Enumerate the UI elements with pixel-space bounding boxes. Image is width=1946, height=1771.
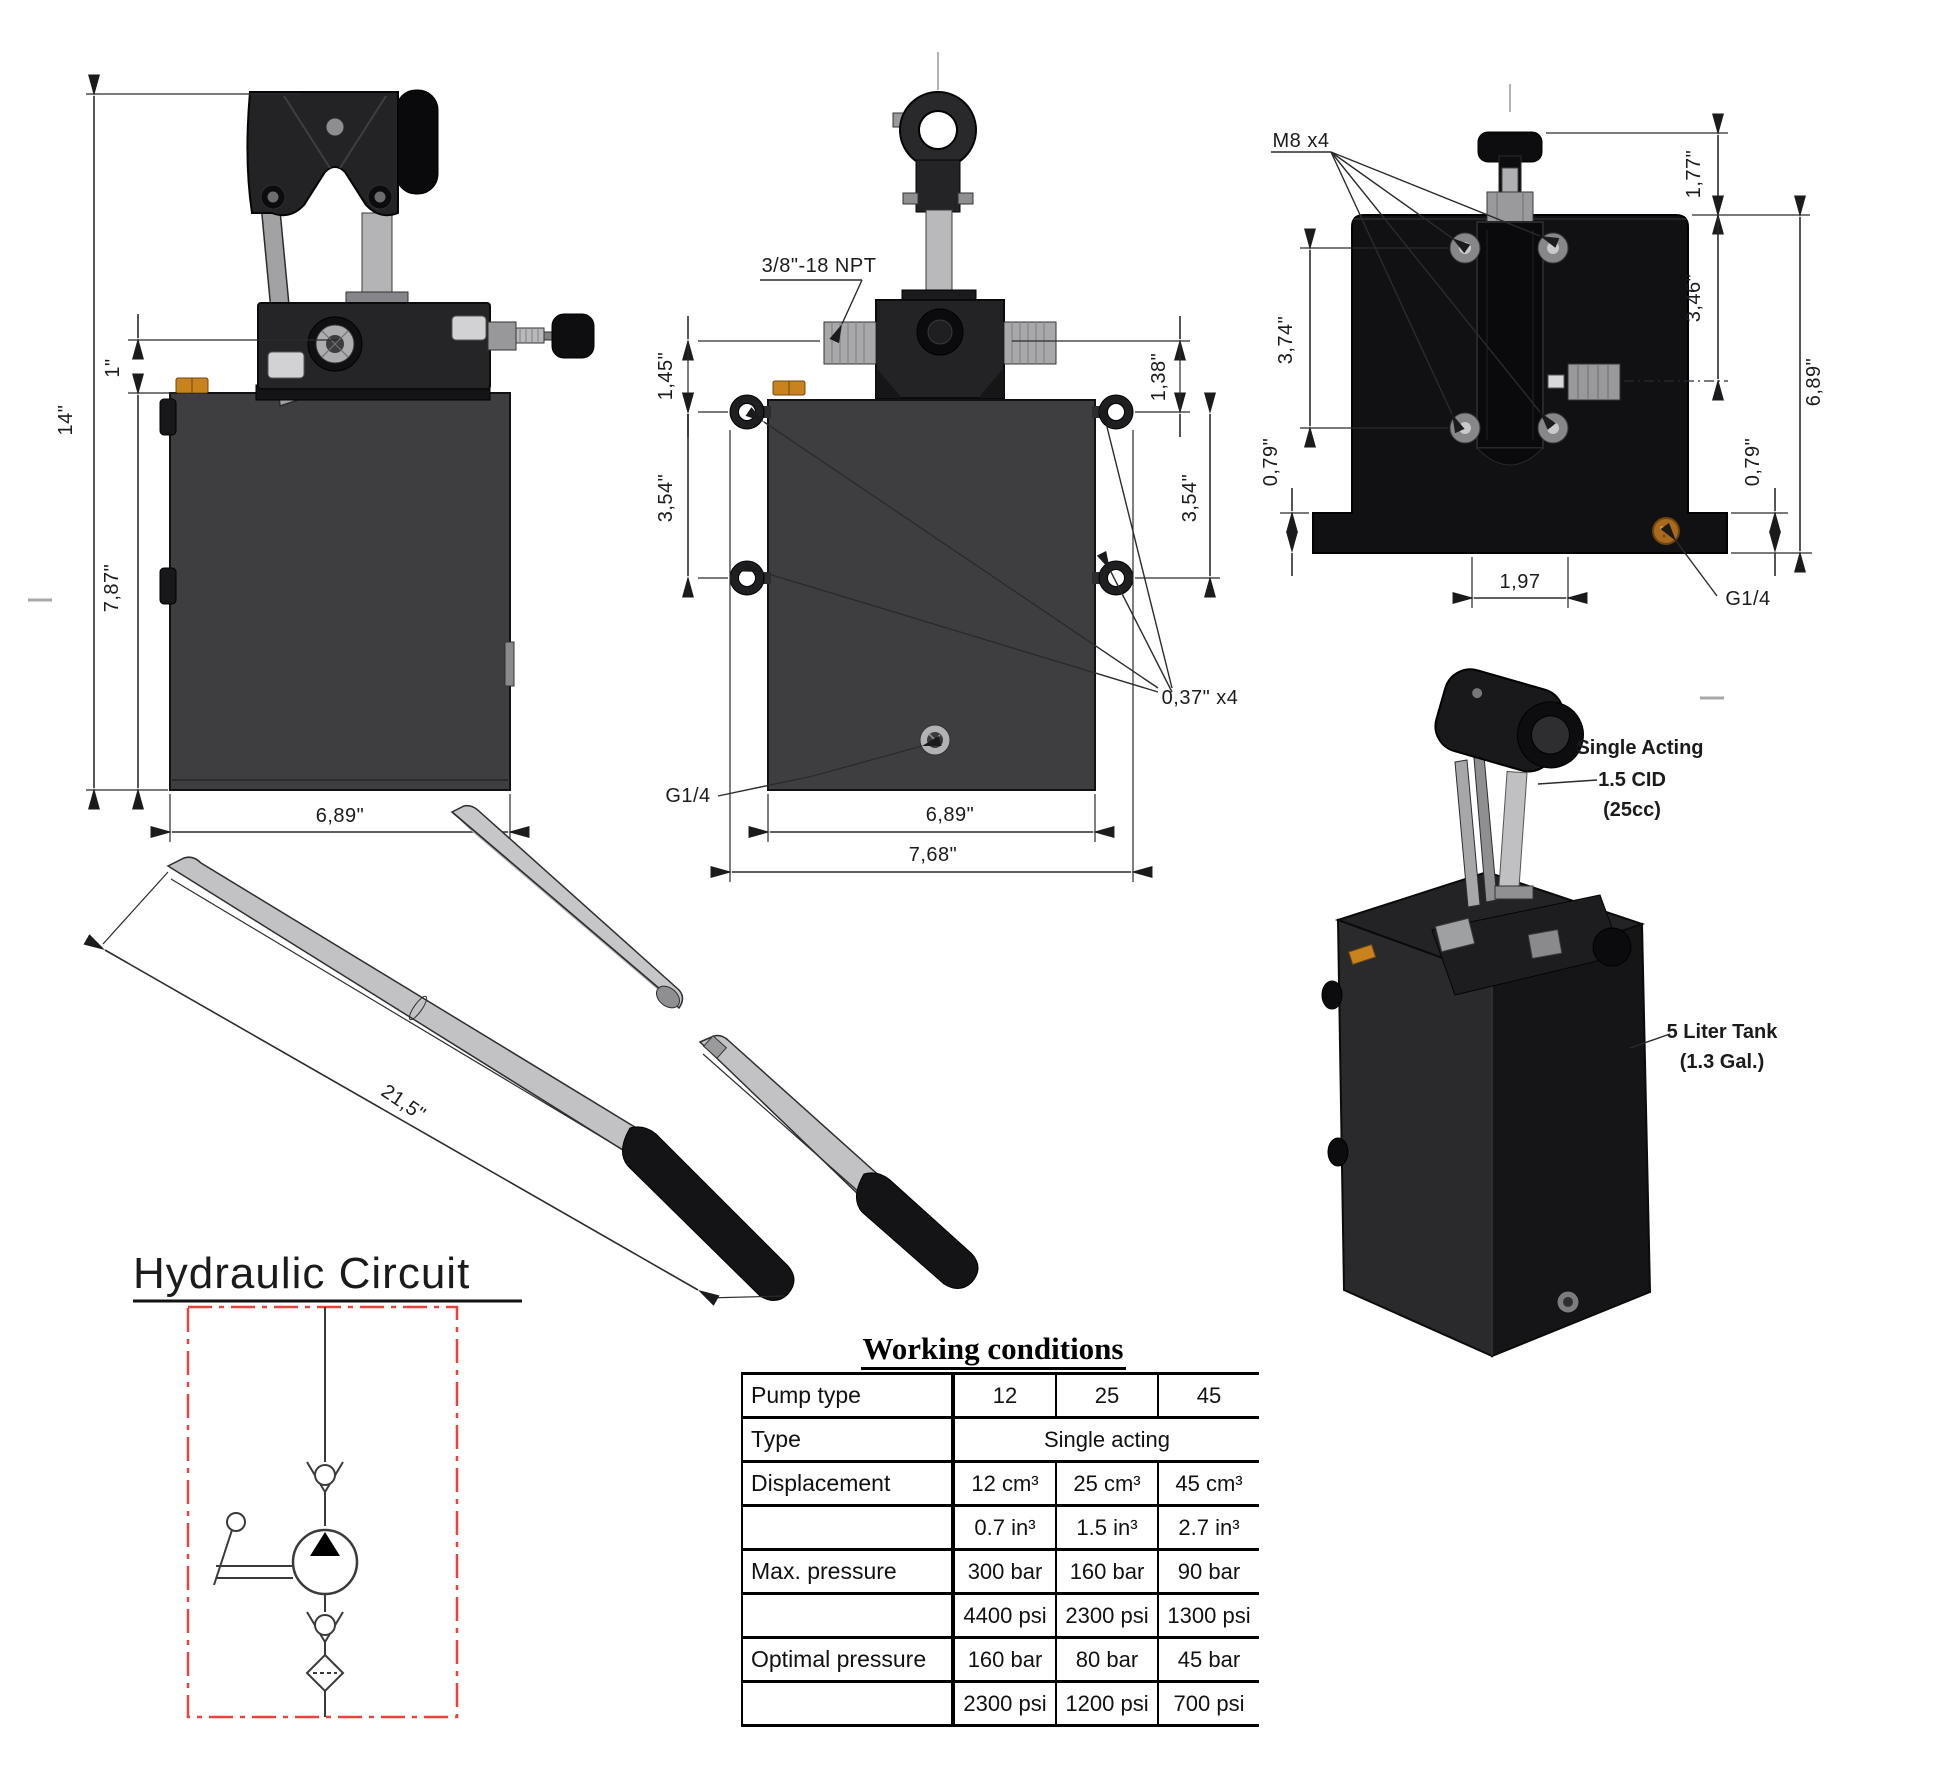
table-row: 0.7 in³ 1.5 in³ 2.7 in³	[742, 1505, 1259, 1551]
row-label: Type	[742, 1417, 955, 1463]
row-label: Pump type	[742, 1373, 955, 1419]
row-label	[742, 1681, 955, 1727]
pump-rear	[1449, 131, 1680, 545]
dim-1: 1"	[102, 358, 124, 377]
side-view: 3/8"-18 NPT 1,45" 3,54" 1,38" 3,54"	[655, 52, 1238, 882]
table-cell: 45 bar	[1158, 1637, 1259, 1683]
dim-197: 1,97	[1500, 571, 1541, 593]
table-cell: 1.5 in³	[1056, 1505, 1159, 1551]
tank-front	[169, 392, 511, 791]
dim-079-left: 0,79"	[1260, 438, 1282, 487]
dim-177: 1,77"	[1683, 150, 1705, 199]
circuit-boundary	[186, 1305, 459, 1719]
rod-dimension: 21,5"	[83, 871, 785, 1306]
table-cell: Single acting	[953, 1417, 1259, 1463]
label-tank: 5 Liter Tank	[1667, 1021, 1779, 1043]
table-title: Working conditions	[741, 1331, 1245, 1370]
table-row: Displacement 12 cm³ 25 cm³ 45 cm³	[742, 1461, 1259, 1507]
table-cell: 160 bar	[953, 1637, 1057, 1683]
circuit-symbols	[213, 1307, 359, 1717]
table-cell: 12 cm³	[953, 1461, 1057, 1507]
dim-215: 21,5"	[377, 1080, 430, 1125]
dim-768: 7,68"	[909, 844, 958, 866]
g14-label-side: G1/4	[665, 785, 710, 807]
table-cell: 25	[1056, 1373, 1159, 1419]
filter-symbol	[305, 1653, 345, 1693]
dim-037: 0,37" x4	[1162, 687, 1239, 709]
table-row: Type Single acting	[742, 1417, 1259, 1463]
handle-clamp	[246, 89, 439, 217]
iso-view: Single Acting 1.5 CID (25cc) 5 Liter Tan…	[1321, 668, 1779, 1358]
rod-long	[166, 856, 795, 1301]
working-conditions-table: Working conditions Pump type 12 25 45 Ty…	[741, 1331, 1259, 1727]
row-label	[742, 1505, 955, 1551]
table-row: Pump type 12 25 45	[742, 1373, 1259, 1419]
dim-346: 3,46"	[1683, 274, 1705, 323]
table-cell: 2300 psi	[1056, 1593, 1159, 1639]
piston-rod	[361, 212, 393, 296]
dim-145: 1,45"	[655, 352, 677, 401]
row-label	[742, 1593, 955, 1639]
dim-689-side: 6,89"	[926, 804, 975, 826]
row-label: Optimal pressure	[742, 1637, 955, 1683]
label-cid: 1.5 CID	[1598, 769, 1666, 791]
table-cell: 1300 psi	[1158, 1593, 1259, 1639]
iso-pump	[1431, 668, 1632, 996]
rear-view-dimensions: M8 x4 1,77" 3,46" 6,89" 3,74" 0,79"	[1260, 113, 1825, 610]
dim-374: 3,74"	[1275, 316, 1297, 365]
table-cell: 90 bar	[1158, 1549, 1259, 1595]
table-row: 2300 psi 1200 psi 700 psi	[742, 1681, 1259, 1727]
table-cell: 1200 psi	[1056, 1681, 1159, 1727]
g14-label-rear: G1/4	[1725, 588, 1770, 610]
label-25cc: (25cc)	[1603, 799, 1661, 821]
front-view-dimensions: 14" 1" 7,87" 6,89"	[55, 74, 530, 842]
dim-354-right: 3,54"	[1179, 474, 1201, 523]
margin-ticks	[28, 598, 1724, 700]
m8-label: M8 x4	[1273, 130, 1330, 152]
front-view: 14" 1" 7,87" 6,89"	[55, 74, 595, 842]
circuit-title: Hydraulic Circuit	[133, 1249, 470, 1298]
dim-079-right: 0,79"	[1742, 438, 1764, 487]
row-label: Displacement	[742, 1461, 955, 1507]
table-cell: 160 bar	[1056, 1549, 1159, 1595]
table-cell: 45 cm³	[1158, 1461, 1259, 1507]
rod-grip	[622, 1126, 795, 1301]
table-row: Optimal pressure 160 bar 80 bar 45 bar	[742, 1637, 1259, 1683]
rear-view: M8 x4 1,77" 3,46" 6,89" 3,74" 0,79"	[1260, 84, 1825, 610]
relief-hex	[487, 321, 517, 351]
pump-body	[255, 302, 595, 401]
table-cell: 700 psi	[1158, 1681, 1259, 1727]
table-cell: 4400 psi	[953, 1593, 1057, 1639]
dim-354-left: 3,54"	[655, 474, 677, 523]
dim-787: 7,87"	[101, 564, 123, 613]
pump-head-side	[823, 91, 1057, 399]
table-cell: 45	[1158, 1373, 1259, 1419]
table-cell: 2.7 in³	[1158, 1505, 1259, 1551]
hydraulic-circuit: Hydraulic Circuit	[133, 1249, 522, 1719]
dim-14: 14"	[55, 405, 77, 436]
table-cell: 25 cm³	[1056, 1461, 1159, 1507]
row-label: Max. pressure	[742, 1549, 955, 1595]
table-row: 4400 psi 2300 psi 1300 psi	[742, 1593, 1259, 1639]
table-cell: 300 bar	[953, 1549, 1057, 1595]
table-cell: 80 bar	[1056, 1637, 1159, 1683]
g14-port	[1652, 517, 1680, 545]
iso-callouts: Single Acting 1.5 CID (25cc) 5 Liter Tan…	[1537, 737, 1779, 1073]
label-single-acting: Single Acting	[1576, 737, 1703, 759]
table-cell: 0.7 in³	[953, 1505, 1057, 1551]
handle-rods: 21,5"	[83, 804, 979, 1306]
label-tank-gal: (1.3 Gal.)	[1680, 1051, 1764, 1073]
rod-grip-short	[856, 1172, 979, 1289]
rod-tube	[450, 804, 684, 1010]
dim-689-rear: 6,89"	[1803, 358, 1825, 407]
table-cell: 12	[953, 1373, 1057, 1419]
npt-label: 3/8"-18 NPT	[762, 255, 877, 277]
release-knob	[551, 313, 595, 359]
dim-689-front: 6,89"	[316, 805, 365, 827]
table-cell: 2300 psi	[953, 1681, 1057, 1727]
table-row: Max. pressure 300 bar 160 bar 90 bar	[742, 1549, 1259, 1595]
dim-138: 1,38"	[1148, 353, 1170, 402]
side-view-dimensions: 3/8"-18 NPT 1,45" 3,54" 1,38" 3,54"	[655, 255, 1238, 882]
